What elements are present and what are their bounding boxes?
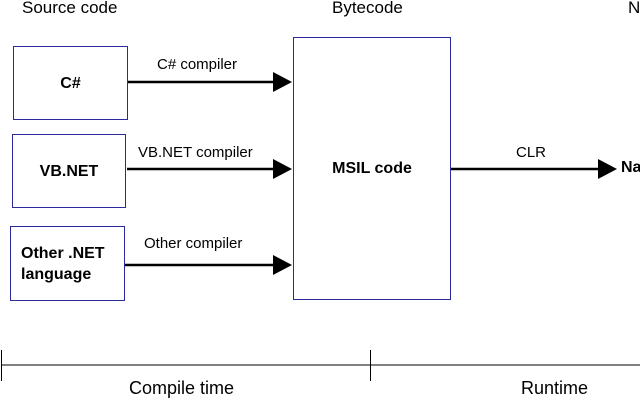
clr-label: CLR: [516, 144, 547, 161]
native-code-target-label: Na: [621, 159, 640, 176]
vbnet-label: VB.NET: [39, 162, 99, 180]
other-language-label: Other .NET language: [21, 244, 105, 283]
vbnet-box: VB.NET: [12, 134, 126, 208]
other-language-box: Other .NET language: [10, 226, 125, 301]
csharp-box: C#: [13, 46, 128, 120]
msil-code-label: MSIL code: [332, 160, 412, 177]
bytecode-header: Bytecode: [332, 0, 403, 17]
other-arrowhead: [273, 255, 292, 275]
csharp-compiler-label: C# compiler: [157, 56, 238, 73]
clr-arrowhead: [598, 159, 617, 179]
other-compiler-label: Other compiler: [144, 235, 243, 252]
source-code-header: Source code: [22, 0, 118, 17]
vbnet-compiler-label: VB.NET compiler: [138, 144, 253, 161]
native-code-header: N: [628, 0, 640, 17]
vbnet-arrowhead: [273, 159, 292, 179]
msil-code-box: MSIL code: [293, 37, 451, 300]
runtime-label: Runtime: [521, 378, 589, 398]
compile-time-label: Compile time: [129, 378, 235, 398]
csharp-arrowhead: [273, 72, 292, 92]
csharp-label: C#: [60, 74, 81, 92]
